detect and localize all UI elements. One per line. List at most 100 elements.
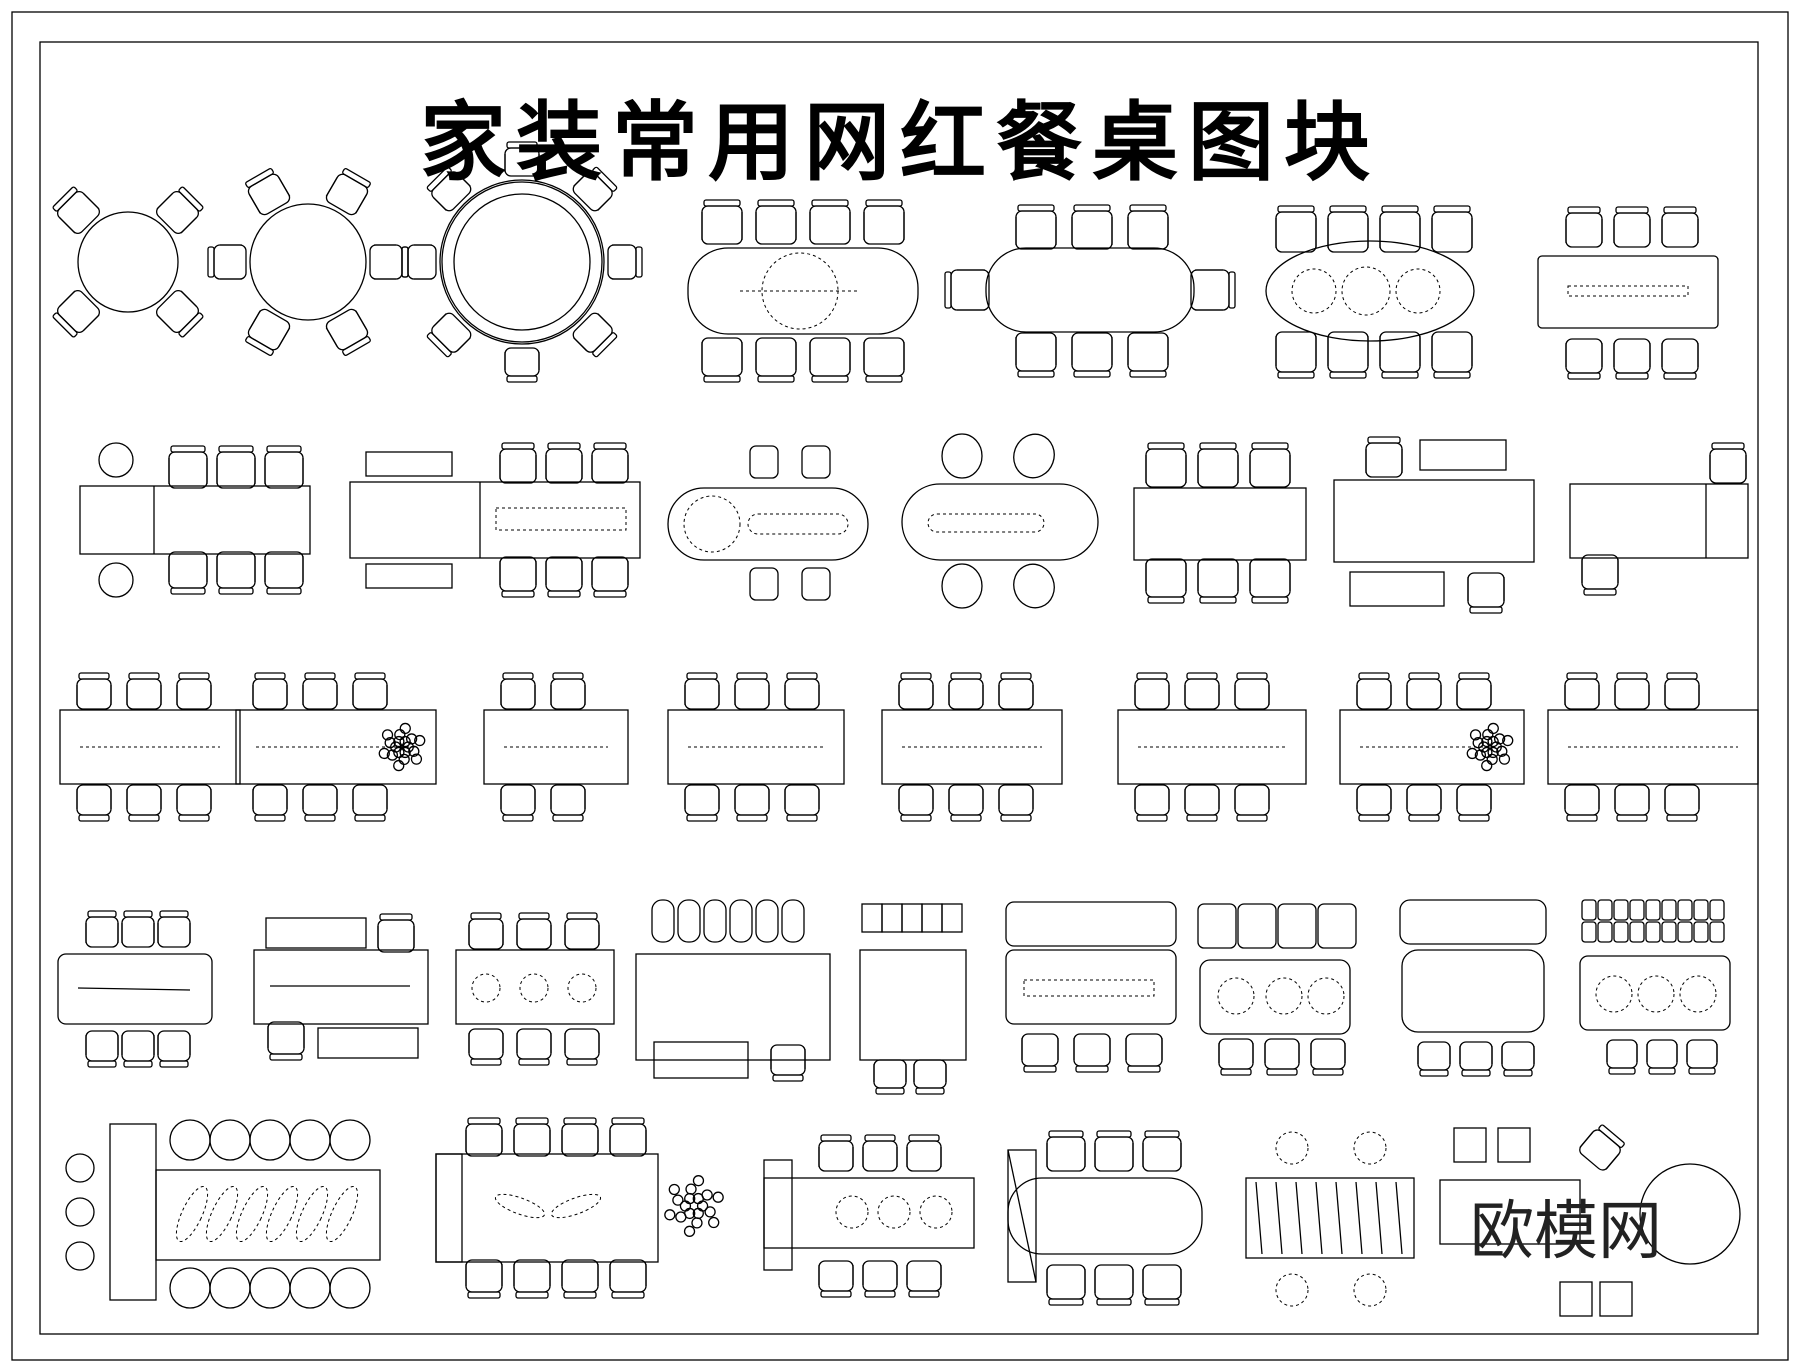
l-shaped-table <box>1569 442 1749 596</box>
chair <box>1614 672 1650 710</box>
chair <box>504 347 540 383</box>
table-row3-b <box>235 672 437 822</box>
chair <box>1046 1130 1086 1172</box>
chair <box>1661 206 1699 248</box>
chair <box>1184 672 1220 710</box>
chair <box>1218 1038 1254 1076</box>
chair <box>1327 205 1369 253</box>
page-title: 家装常用网红餐桌图块 <box>420 92 1380 193</box>
chair <box>302 784 338 822</box>
chair <box>85 1030 119 1068</box>
chair <box>1327 331 1369 379</box>
chair <box>701 337 743 383</box>
chair <box>155 186 204 235</box>
oval-table-8 <box>687 199 919 383</box>
chair <box>550 784 586 822</box>
chair <box>591 556 629 598</box>
chair <box>1406 784 1442 822</box>
chair <box>1197 558 1239 604</box>
chair <box>1431 331 1473 379</box>
chair <box>1564 784 1600 822</box>
chair <box>564 1028 600 1066</box>
chair <box>684 784 720 822</box>
table-row3-e <box>881 672 1063 822</box>
chair <box>264 445 304 489</box>
chair <box>906 1260 942 1298</box>
round-table-4 <box>52 186 204 338</box>
chair <box>126 672 162 710</box>
capsule-table-8 <box>944 204 1236 378</box>
chair <box>468 1028 504 1066</box>
chair <box>85 910 119 948</box>
chair <box>1356 784 1392 822</box>
round-table-8 <box>401 141 643 383</box>
chair <box>1015 332 1057 378</box>
bench-table <box>349 442 641 598</box>
chair <box>499 556 537 598</box>
chair <box>121 1030 155 1068</box>
chair <box>302 672 338 710</box>
table-row4-d <box>635 899 831 1082</box>
inner-border <box>39 41 1759 1335</box>
wood-slab-table <box>1245 1131 1415 1307</box>
chair <box>155 289 204 338</box>
table-row3-a <box>59 672 241 822</box>
chair <box>684 672 720 710</box>
table-row4-b <box>253 913 429 1061</box>
chair <box>52 186 101 235</box>
chair <box>784 784 820 822</box>
chair <box>1365 436 1403 478</box>
chair <box>1094 1264 1134 1306</box>
plant <box>1466 722 1514 772</box>
table-row4-g <box>1197 903 1357 1076</box>
chair <box>1145 558 1187 604</box>
chair <box>1613 338 1651 380</box>
long-table-bench <box>763 1134 975 1298</box>
chair <box>168 445 208 489</box>
table-row3-c <box>483 672 629 822</box>
long-table-angled <box>1007 1130 1203 1306</box>
chair <box>948 672 984 710</box>
chair <box>121 910 155 948</box>
table-row4-i <box>1579 899 1731 1075</box>
chair <box>1379 205 1421 253</box>
chair <box>944 269 990 311</box>
chair <box>325 167 371 216</box>
chair <box>734 672 770 710</box>
chair <box>1275 331 1317 379</box>
long-table-plant <box>435 1117 724 1299</box>
chair <box>561 1117 599 1157</box>
chair <box>1275 205 1317 253</box>
chair <box>513 1117 551 1157</box>
chair <box>1614 784 1650 822</box>
chair <box>1046 1264 1086 1306</box>
chair <box>1709 442 1747 484</box>
chair <box>545 556 583 598</box>
desk-table <box>1333 436 1535 614</box>
outer-border <box>11 11 1789 1361</box>
chair <box>862 1260 898 1298</box>
chair <box>1581 554 1619 596</box>
chair <box>176 784 212 822</box>
chair <box>1071 332 1113 378</box>
chair <box>1459 1041 1493 1077</box>
chair <box>465 1117 503 1157</box>
chair <box>468 912 504 950</box>
chair <box>1664 672 1700 710</box>
table-row4-c <box>455 912 615 1066</box>
chair <box>1501 1041 1535 1077</box>
table-row3-g <box>1339 672 1525 822</box>
chair <box>52 289 101 338</box>
chair <box>207 244 247 280</box>
table-row3-h <box>1547 672 1759 822</box>
chair <box>572 312 618 358</box>
chair <box>516 1028 552 1066</box>
rect-table-stools <box>79 442 311 598</box>
chair <box>1664 784 1700 822</box>
chair <box>252 784 288 822</box>
chair <box>216 551 256 595</box>
chair <box>898 784 934 822</box>
chair <box>1613 206 1651 248</box>
chair <box>1686 1039 1718 1075</box>
